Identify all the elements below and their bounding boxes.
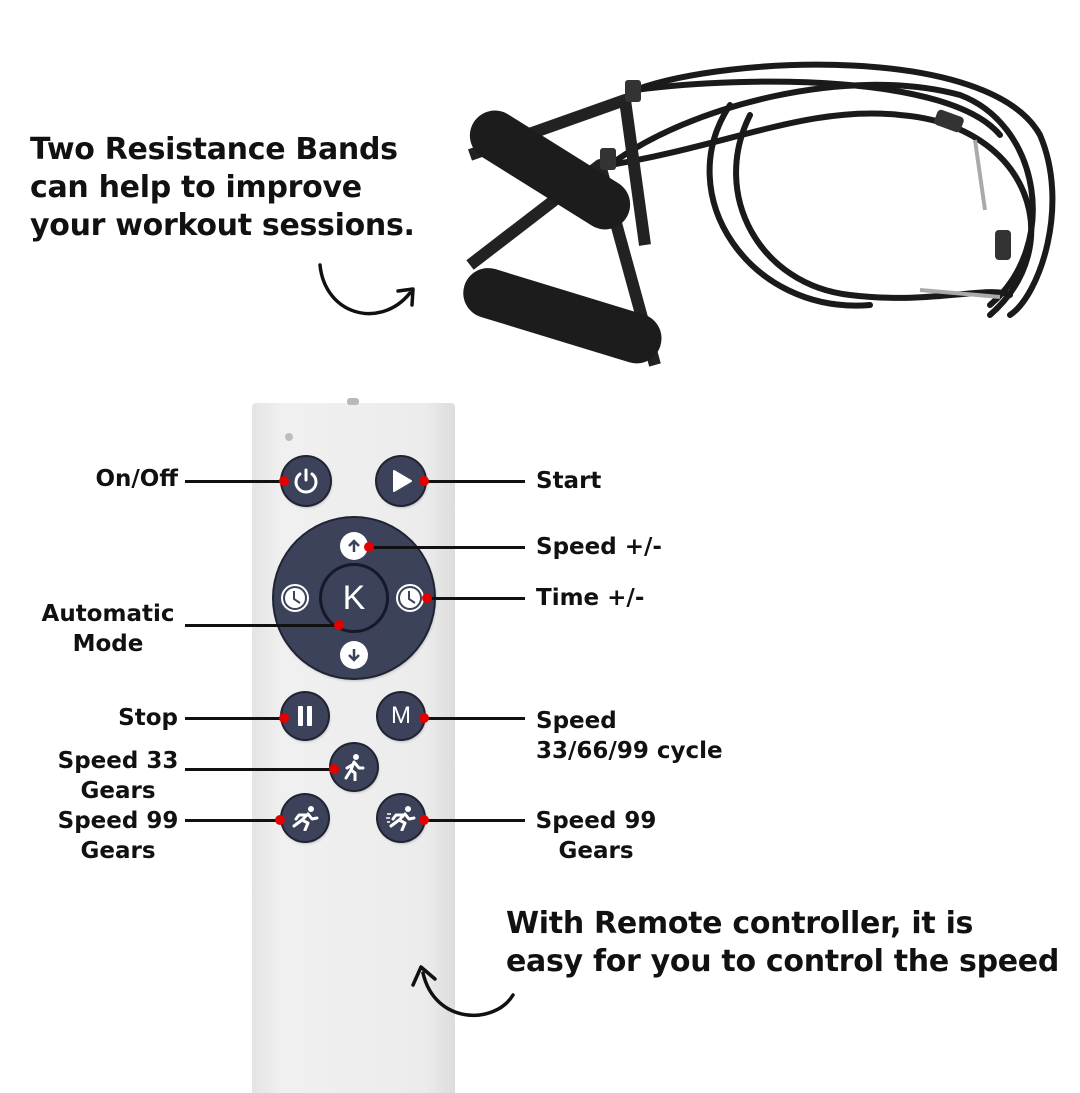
caption-line: can help to improve [30, 170, 362, 205]
clock-icon [281, 584, 309, 612]
automatic-mode-k-button[interactable]: K [322, 566, 386, 630]
pointer-line [185, 717, 285, 720]
speed-cycle-m-button[interactable]: M [378, 693, 424, 739]
label-line: Gears [558, 838, 634, 864]
label-start: Start [536, 468, 602, 494]
pointer-dot [329, 764, 339, 774]
label-stop: Stop [118, 705, 178, 731]
speed-up-button[interactable] [340, 532, 368, 560]
pointer-dot [279, 476, 289, 486]
pointer-line [185, 819, 281, 822]
time-down-button[interactable] [280, 583, 310, 613]
label-line: Automatic [41, 601, 175, 627]
walking-person-icon [344, 754, 365, 781]
pointer-dot [419, 713, 429, 723]
caption-line: your workout sessions. [30, 208, 415, 243]
pointer-dot [275, 815, 285, 825]
arrow-up-icon [348, 539, 360, 552]
resistance-bands-caption: Two Resistance Bands can help to improve… [30, 131, 415, 245]
indicator-light [285, 433, 293, 441]
curved-arrow-icon [411, 965, 515, 1017]
speed-down-button[interactable] [340, 641, 368, 669]
pointer-line [425, 819, 525, 822]
caption-line: Two Resistance Bands [30, 132, 398, 167]
caption-line: With Remote controller, it is [506, 906, 974, 941]
arrow-down-icon [348, 649, 360, 662]
k-key-label: K [342, 578, 366, 617]
pointer-dot [419, 815, 429, 825]
pointer-dot [334, 620, 344, 630]
pause-icon [298, 706, 312, 726]
label-line: Speed 99 [535, 808, 657, 834]
pointer-dot [364, 542, 374, 552]
play-icon [393, 470, 412, 492]
label-speed-cycle: Speed 33/66/99 cycle [536, 706, 723, 766]
power-icon [294, 468, 318, 494]
label-speed-plus-minus: Speed +/- [536, 534, 662, 560]
clock-icon [396, 584, 424, 612]
speed-99-left-button[interactable] [282, 795, 328, 841]
label-automatic-mode: Automatic Mode [28, 599, 188, 659]
pointer-line [185, 768, 335, 771]
sprinting-person-icon [386, 806, 416, 831]
label-line: Speed [536, 708, 617, 734]
label-line: Speed 99 [57, 808, 179, 834]
label-on-off: On/Off [95, 466, 178, 492]
pointer-line [425, 717, 525, 720]
label-speed-99-gears-right: Speed 99 Gears [526, 806, 666, 866]
m-key-label: M [391, 702, 411, 729]
label-line: Gears [80, 778, 156, 804]
stop-button[interactable] [282, 693, 328, 739]
caption-line: easy for you to control the speed [506, 944, 1060, 979]
label-speed-99-gears-left: Speed 99 Gears [48, 806, 188, 866]
label-line: 33/66/99 cycle [536, 738, 723, 764]
curved-arrow-icon [318, 263, 415, 316]
running-person-icon [292, 806, 319, 831]
label-speed-33-gears: Speed 33 Gears [48, 746, 188, 806]
label-line: Gears [80, 838, 156, 864]
pointer-dot [422, 593, 432, 603]
label-line: Mode [72, 631, 144, 657]
resistance-bands-image [463, 61, 1056, 367]
time-up-button[interactable] [395, 583, 425, 613]
pointer-line [427, 597, 525, 600]
remote-caption: With Remote controller, it is easy for y… [506, 905, 1059, 981]
pointer-line [185, 624, 340, 627]
ir-emitter [347, 398, 359, 405]
label-time-plus-minus: Time +/- [536, 585, 645, 611]
power-button[interactable] [282, 457, 330, 505]
pointer-line [185, 480, 285, 483]
pointer-dot [279, 713, 289, 723]
pointer-line [370, 546, 525, 549]
pointer-dot [419, 476, 429, 486]
start-button[interactable] [377, 457, 425, 505]
speed-99-right-button[interactable] [378, 795, 424, 841]
label-line: Speed 33 [57, 748, 179, 774]
pointer-line [425, 480, 525, 483]
